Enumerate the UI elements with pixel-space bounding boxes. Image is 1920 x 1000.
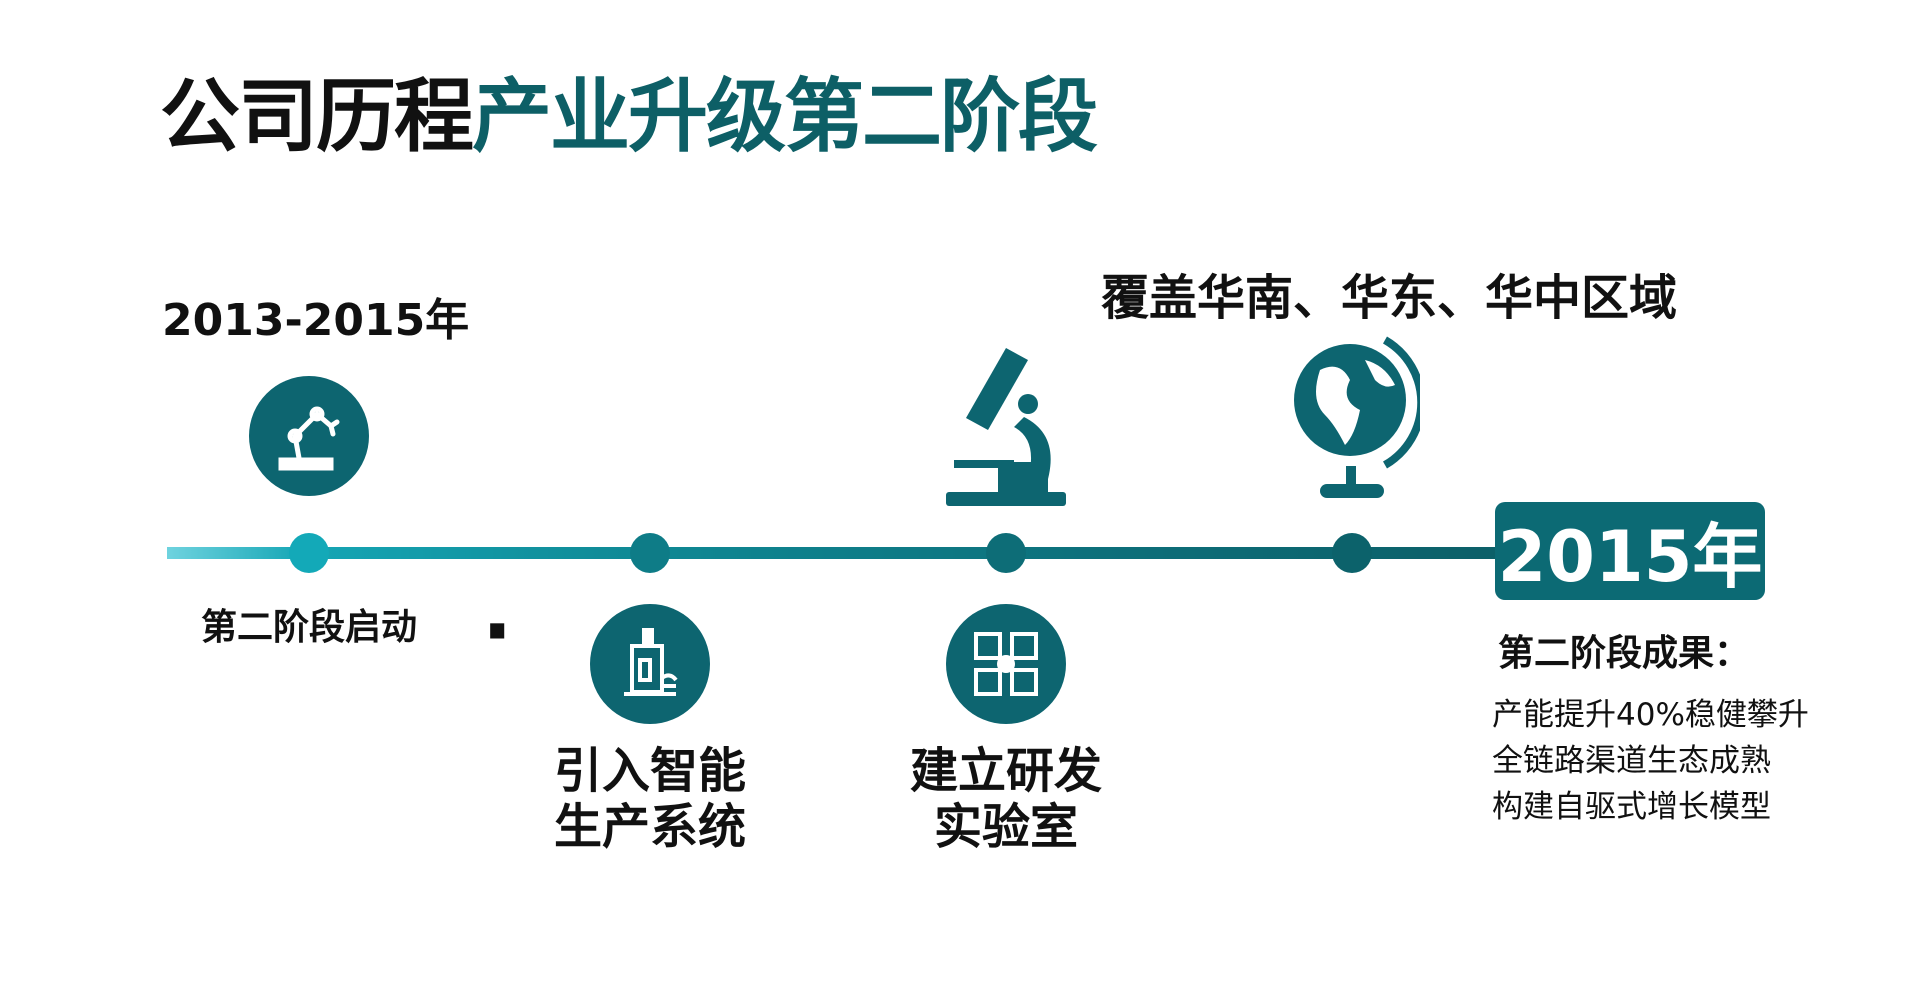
result-item: 产能提升40%稳健攀升: [1492, 697, 1809, 733]
smart-production-icon: [590, 604, 710, 724]
label-line: 实验室: [933, 799, 1079, 855]
title-main: 公司历程: [160, 70, 474, 163]
label-line: 引入智能: [553, 743, 747, 799]
results-title: 第二阶段成果：: [1498, 633, 1751, 674]
page-title: 公司历程 · 产业升级第二阶段: [160, 52, 1098, 678]
milestone-4-label: 覆盖华南、华东、华中区域: [1101, 270, 1678, 326]
label-line: 建立研发: [909, 743, 1103, 799]
results-list: 产能提升40%稳健攀升 全链路渠道生态成熟 构建自驱式增长模型: [1492, 692, 1809, 830]
timeline-dot-3[interactable]: [986, 533, 1026, 573]
label-line: 生产系统: [553, 799, 747, 855]
timeline-line: [167, 547, 1507, 559]
result-item: 构建自驱式增长模型: [1492, 789, 1771, 825]
robot-arm-icon: [249, 376, 369, 496]
milestone-2-label: 引入智能生产系统: [554, 743, 746, 855]
end-year-badge: 2015年: [1495, 502, 1765, 600]
period-label: 2013-2015年: [162, 295, 470, 346]
timeline-dot-4[interactable]: [1332, 533, 1372, 573]
globe-icon: [1290, 330, 1426, 509]
milestone-1-label: 第二阶段启动: [200, 607, 418, 648]
title-highlight: 产业升级第二阶段: [472, 70, 1098, 163]
title-separator: ·: [482, 585, 512, 678]
circuit-chip-icon: [946, 604, 1066, 724]
timeline-dot-1[interactable]: [289, 533, 329, 573]
timeline-dot-2[interactable]: [630, 533, 670, 573]
milestone-3-label: 建立研发实验室: [910, 743, 1102, 855]
result-item: 全链路渠道生态成熟: [1492, 743, 1771, 779]
microscope-icon: [946, 342, 1071, 511]
